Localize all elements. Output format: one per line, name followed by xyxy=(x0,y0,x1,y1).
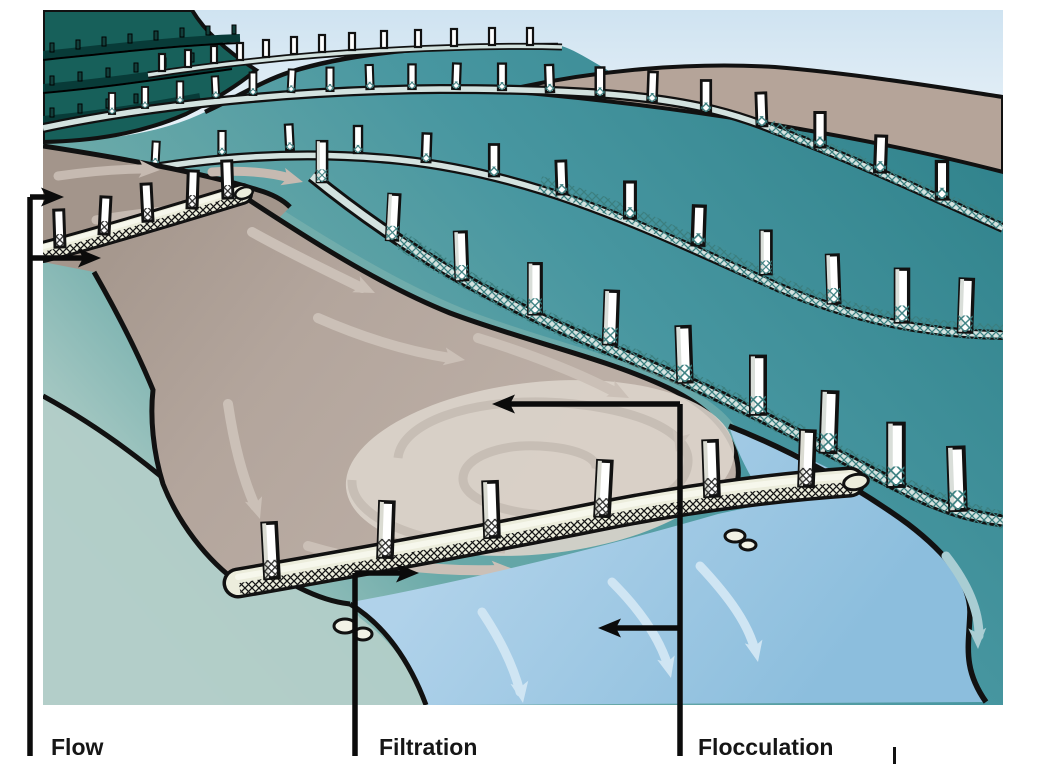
fence-row-lower xyxy=(307,139,1003,529)
flow-arrow-icon xyxy=(313,313,467,369)
filter-mesh xyxy=(238,482,853,597)
silt-fence-lower xyxy=(222,428,870,599)
flow-arrow-icon xyxy=(695,561,767,664)
tube-end-cap xyxy=(234,185,254,201)
stray-tick xyxy=(893,747,896,764)
label-flow: Flow xyxy=(51,734,104,760)
label-filtration: Filtration xyxy=(379,734,478,760)
fence-row-upper xyxy=(43,62,1003,233)
shoreline-left xyxy=(348,601,429,705)
flow-arrow-icon xyxy=(247,227,379,302)
flow-arrow-icon xyxy=(53,159,161,181)
callout-flow xyxy=(27,194,84,756)
tube-end-cap xyxy=(842,472,870,492)
flow-arrow-icon xyxy=(941,551,987,650)
flow-arrow-icon xyxy=(477,607,532,705)
flow-arrow-icon xyxy=(473,333,634,407)
silt-fence-upper xyxy=(43,159,254,263)
flow-arrow-icon xyxy=(223,399,269,522)
callout-flocculation xyxy=(508,401,683,756)
fence-row-ridge xyxy=(147,26,563,79)
fence-row-middle xyxy=(43,123,1003,340)
callout-filtration xyxy=(352,570,402,756)
filter-mesh xyxy=(43,194,244,262)
label-flocculation: Flocculation xyxy=(698,734,834,760)
